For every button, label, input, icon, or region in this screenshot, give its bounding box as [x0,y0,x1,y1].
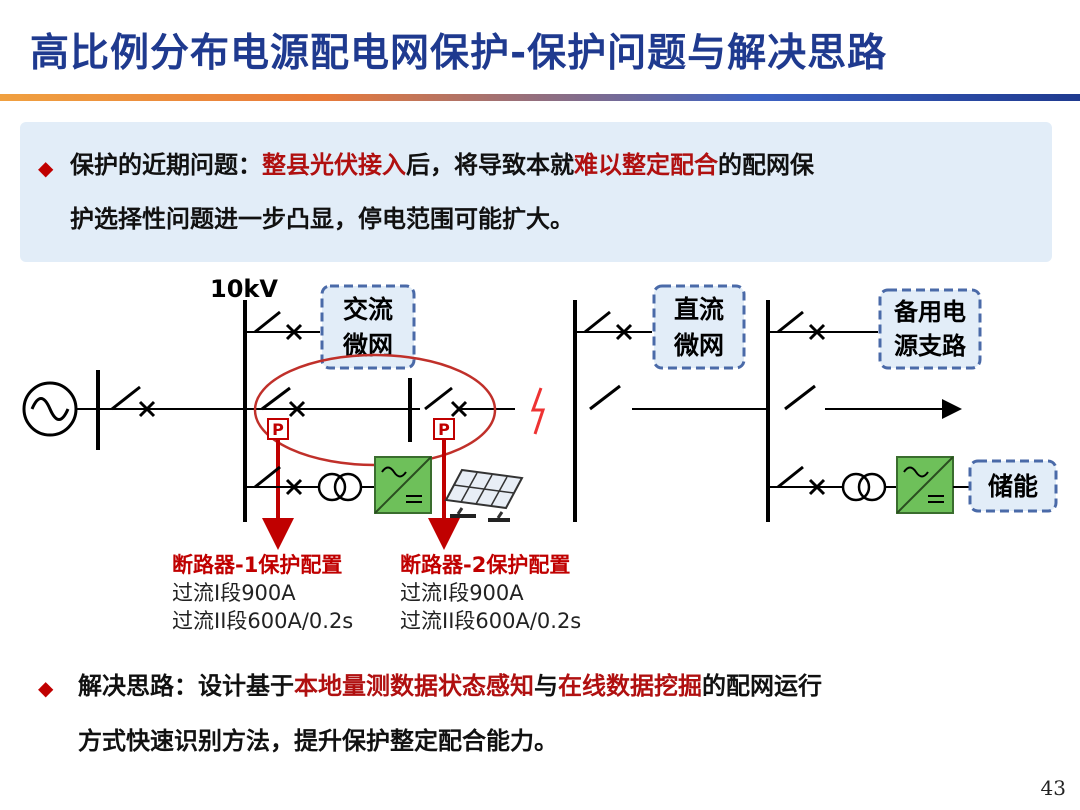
storage-inverter-icon [896,456,954,514]
breaker-2-config-line-2: 过流II段600A/0.2s [400,609,581,633]
dc-feeder-breaker-icon [584,310,633,341]
solution-text-mid: 与 [534,672,558,700]
svg-text:P: P [438,420,450,439]
problem-label: 保护的近期问题： [70,151,262,179]
ac-feeder-breaker-icon [254,310,303,341]
ac-source-icon [22,381,78,437]
solution-line-1: 解决思路：设计基于本地量测数据状态感知与在线数据挖掘的配网运行 [78,671,822,701]
problem-highlight-1: 整县光伏接入 [262,151,406,179]
breaker-1-icon [261,386,306,418]
solution-label: 解决思路：设计基于 [78,672,294,700]
dc-microgrid-box [652,284,746,370]
dc-bus-switch-icon [589,384,621,411]
voltage-label: 10kV [210,275,278,303]
storage-box [968,459,1058,513]
protection-p-marker-1: P [267,418,289,440]
problem-line-2: 护选择性问题进一步凸显，停电范围可能扩大。 [70,205,574,233]
ac-microgrid-label-1: 交流 [343,295,393,324]
distribution-network-diagram: 10kV 交流 微网 P P [22,275,1058,633]
backup-source-label-2: 源支路 [894,332,967,360]
ac-microgrid-box [320,284,416,370]
solar-panel-icon [444,468,524,522]
pv-feeder-breaker-icon [254,465,303,496]
fault-lightning-icon [530,387,546,435]
storage-transformer-icon [841,472,887,502]
problem-line-1: 保护的近期问题：整县光伏接入后，将导致本就难以整定配合的配网保 [70,150,814,180]
protection-p-marker-2: P [433,418,455,440]
diamond-bullet-icon: ◆ [38,676,54,700]
solution-text-tail: 的配网运行 [702,672,822,700]
solution-line-2: 方式快速识别方法，提升保护整定配合能力。 [78,727,558,755]
outgoing-switch-icon [784,384,816,411]
pv-transformer-icon [317,472,363,502]
breaker-2-config-title: 断路器-2保护配置 [400,553,570,577]
dc-microgrid-label-1: 直流 [674,295,724,324]
pv-inverter-icon [374,456,432,514]
backup-feeder-breaker-icon [777,310,826,341]
breaker-1-config-line-2: 过流II段600A/0.2s [172,609,353,633]
breaker-2-config-line-1: 过流I段900A [400,581,524,605]
svg-text:P: P [272,420,284,439]
title-underline [0,94,1080,101]
breaker-2-icon [424,386,468,418]
breaker-1-config-title: 断路器-1保护配置 [172,553,342,577]
solution-highlight-2: 在线数据挖掘 [558,672,702,700]
solution-highlight-1: 本地量测数据状态感知 [294,672,534,700]
source-breaker-icon [111,385,156,418]
backup-source-box [878,288,982,370]
storage-label: 储能 [988,472,1038,501]
storage-feeder-breaker-icon [777,465,826,496]
backup-source-label-1: 备用电 [893,298,966,326]
problem-text-tail: 的配网保 [718,151,814,179]
breaker-1-config-line-1: 过流I段900A [172,581,296,605]
problem-highlight-2: 难以整定配合 [574,151,718,179]
diamond-bullet-icon: ◆ [38,156,54,180]
problem-box [20,122,1052,262]
page-title: 高比例分布电源配电网保护-保护问题与解决思路 [30,31,888,76]
problem-text-mid: 后，将导致本就 [406,151,574,179]
page-number: 43 [1040,776,1066,800]
dc-microgrid-label-2: 微网 [673,331,724,360]
